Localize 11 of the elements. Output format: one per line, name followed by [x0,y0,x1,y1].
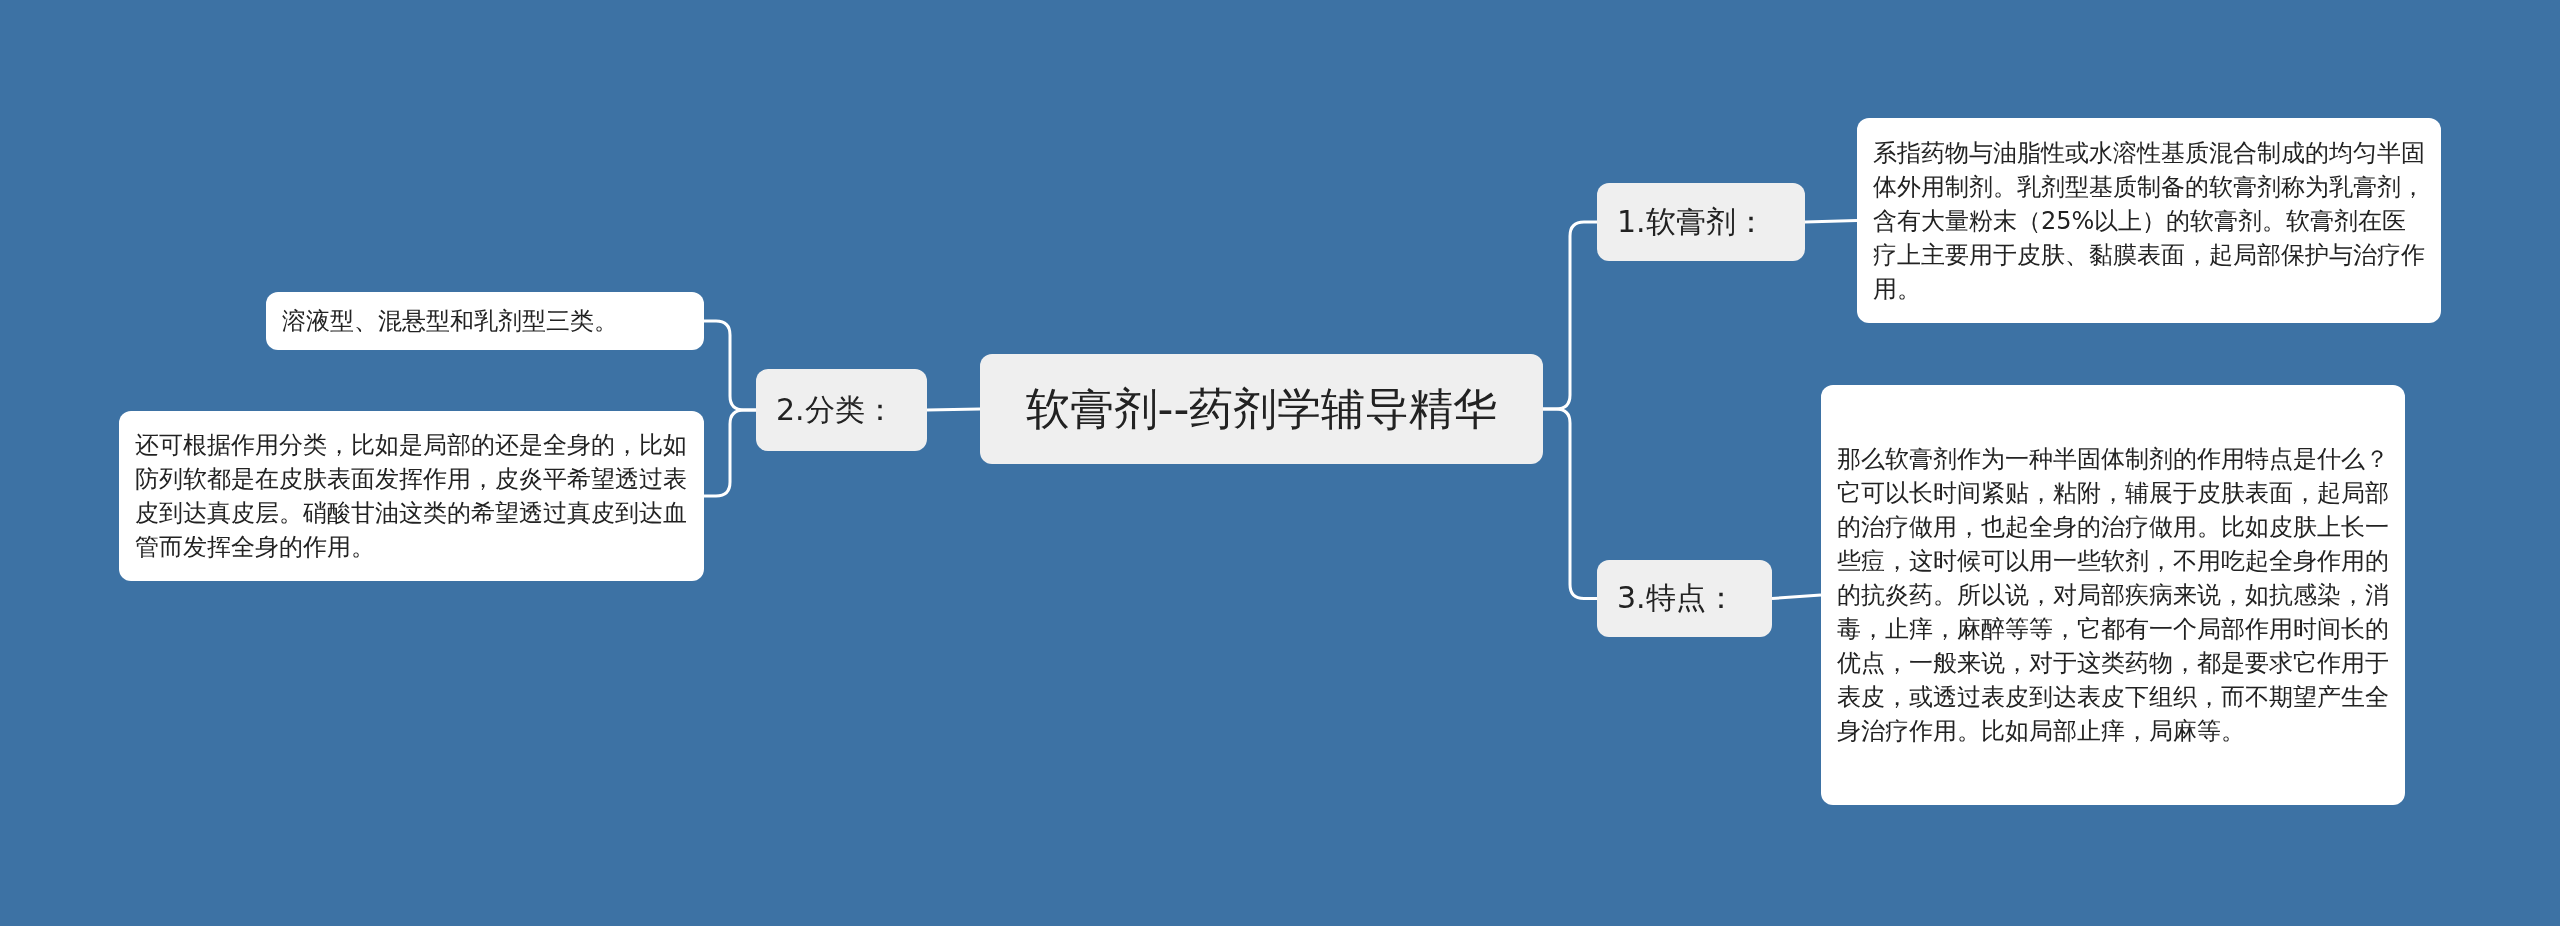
connector-line [1771,593,1822,600]
note-box: 还可根据作用分类，比如是局部的还是全身的，比如防列软都是在皮肤表面发挥作用，皮炎平希望透过表皮到达真皮层。硝酸甘油这类的希望透过真皮到达血管而发挥全身的作用。 [119,411,704,581]
topic-box: 1.软膏剂： [1597,183,1805,261]
note-box: 系指药物与油脂性或水溶性基质混合制成的均匀半固体外用制剂。乳剂型基质制备的软膏剂称为乳膏剂，含有大量粉末（25%以上）的软膏剂。软膏剂在医疗上主要用于皮肤、黏膜表面，起局部保护与治疗作用。 [1857,118,2441,323]
note-box: 那么软膏剂作为一种半固体制剂的作用特点是什么？它可以长时间紧贴，粘附，辅展于皮肤表面，起局部的治疗做用，也起全身的治疗做用。比如皮肤上长一些痘，这时候可以用一些软剂，不用吃起全身作用的的抗炎药。所以说，对局部疾病来说，如抗感染，消毒，止痒，麻醉等等，它都有一个局部作用时间长的优点，一般来说，对于这类药物，都是要求它作用于表皮，或透过表皮到达表皮下组织，而不期望产生全身治疗作用。比如局部止痒，局麻等。 [1821,385,2405,805]
note-box: 溶液型、混悬型和乳剂型三类。 [266,292,704,350]
topic-box: 2.分类： [756,369,927,451]
topic-box: 3.特点： [1597,560,1772,637]
connector-line [1804,219,1858,224]
central-topic-box: 软膏剂--药剂学辅导精华 [980,354,1543,464]
connector-line [926,407,981,412]
